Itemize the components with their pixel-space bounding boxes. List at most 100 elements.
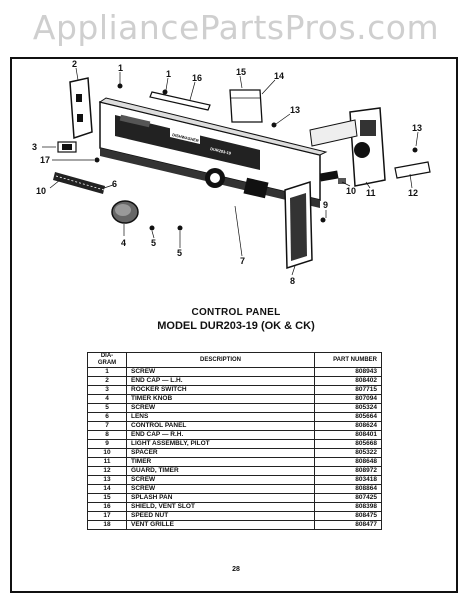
rocker-switch-part bbox=[57, 141, 77, 153]
screws bbox=[94, 83, 418, 231]
callout-11: 11 bbox=[366, 188, 376, 198]
callout-5b: 5 bbox=[177, 248, 182, 258]
callout-12: 12 bbox=[408, 188, 418, 198]
header-diagram: DIA- GRAM bbox=[87, 352, 127, 368]
description-cell: ROCKER SWITCH bbox=[126, 385, 315, 395]
diagram-number-cell: 16 bbox=[87, 502, 127, 512]
callout-13a: 13 bbox=[290, 105, 300, 115]
description-cell: SPLASH PAN bbox=[126, 493, 315, 503]
splash-pan-part bbox=[229, 89, 263, 123]
part-number-cell: 808401 bbox=[314, 430, 382, 440]
section-title: CONTROL PANEL bbox=[191, 307, 281, 318]
diagram-number-cell: 15 bbox=[87, 493, 127, 503]
part-number-cell: 807425 bbox=[314, 493, 382, 503]
part-number-cell: 803418 bbox=[314, 475, 382, 485]
part-number-cell: 808475 bbox=[314, 511, 382, 521]
diagram-number-cell: 1 bbox=[87, 367, 127, 377]
callout-17: 17 bbox=[40, 155, 50, 165]
callout-2: 2 bbox=[72, 60, 77, 69]
watermark: AppliancePartsPros.com bbox=[32, 8, 440, 47]
diagram-number-cell: 8 bbox=[87, 430, 127, 440]
callout-16: 16 bbox=[192, 73, 202, 83]
end-cap-left-part bbox=[69, 77, 93, 140]
diagram-number-cell: 7 bbox=[87, 421, 127, 431]
description-cell: SCREW bbox=[126, 484, 315, 494]
description-cell: END CAP — L.H. bbox=[126, 376, 315, 386]
description-cell: SCREW bbox=[126, 367, 315, 377]
callout-4: 4 bbox=[121, 238, 126, 248]
lens-part bbox=[53, 172, 105, 194]
description-cell: LIGHT ASSEMBLY, PILOT bbox=[126, 439, 315, 449]
part-number-cell: 805664 bbox=[314, 412, 382, 422]
exploded-parts-diagram: DISHWASHER DUR203-19 bbox=[32, 60, 431, 286]
part-number-cell: 808624 bbox=[314, 421, 382, 431]
end-cap-right-part bbox=[284, 180, 313, 270]
diagram-number-cell: 18 bbox=[87, 520, 127, 530]
part-number-cell: 807094 bbox=[314, 394, 382, 404]
panel-model-label: DUR203-19 bbox=[210, 146, 232, 156]
panel-brand-label: DISHWASHER bbox=[172, 132, 200, 143]
part-number-cell: 808398 bbox=[314, 502, 382, 512]
description-cell: TIMER KNOB bbox=[126, 394, 315, 404]
callout-1a: 1 bbox=[118, 63, 123, 73]
callout-3: 3 bbox=[32, 142, 37, 152]
page-number: 28 bbox=[232, 566, 240, 573]
description-cell: TIMER bbox=[126, 457, 315, 467]
description-cell: SPEED NUT bbox=[126, 511, 315, 521]
diagram-number-cell: 5 bbox=[87, 403, 127, 413]
callout-10a: 10 bbox=[36, 186, 46, 196]
callout-10b: 10 bbox=[346, 186, 356, 196]
description-cell: LENS bbox=[126, 412, 315, 422]
callout-14: 14 bbox=[274, 71, 284, 81]
part-number-cell: 808943 bbox=[314, 367, 382, 377]
callout-9: 9 bbox=[323, 200, 328, 210]
description-cell: SCREW bbox=[126, 403, 315, 413]
diagram-number-cell: 10 bbox=[87, 448, 127, 458]
header-description: DESCRIPTION bbox=[126, 352, 315, 368]
diagram-number-cell: 3 bbox=[87, 385, 127, 395]
callout-15: 15 bbox=[236, 67, 246, 77]
leader-lines bbox=[42, 67, 419, 276]
diagram-number-cell: 2 bbox=[87, 376, 127, 386]
pilot-light-part bbox=[319, 170, 346, 184]
description-cell: CONTROL PANEL bbox=[126, 421, 315, 431]
callout-6: 6 bbox=[112, 179, 117, 189]
part-number-cell: 808477 bbox=[314, 520, 382, 530]
part-number-cell: 807715 bbox=[314, 385, 382, 395]
description-cell: END CAP — R.H. bbox=[126, 430, 315, 440]
callout-1b: 1 bbox=[166, 69, 171, 79]
timer-part bbox=[309, 107, 431, 187]
part-number-cell: 805668 bbox=[314, 439, 382, 449]
part-number-cell: 808864 bbox=[314, 484, 382, 494]
table-header-row: DIA- GRAM DESCRIPTION PART NUMBER bbox=[87, 352, 382, 368]
callout-13b: 13 bbox=[412, 123, 422, 133]
description-cell: GUARD, TIMER bbox=[126, 466, 315, 476]
diagram-number-cell: 12 bbox=[87, 466, 127, 476]
header-part-number: PART NUMBER bbox=[314, 352, 382, 368]
part-number-cell: 808972 bbox=[314, 466, 382, 476]
diagram-number-cell: 13 bbox=[87, 475, 127, 485]
callout-8: 8 bbox=[290, 276, 295, 286]
timer-knob-part bbox=[111, 200, 139, 224]
part-number-cell: 805324 bbox=[314, 403, 382, 413]
diagram-number-cell: 4 bbox=[87, 394, 127, 404]
description-cell: SPACER bbox=[126, 448, 315, 458]
part-number-cell: 808402 bbox=[314, 376, 382, 386]
callout-numbers: 2 1 1 16 15 14 13 13 3 17 10 6 4 5 5 7 8… bbox=[32, 60, 422, 286]
